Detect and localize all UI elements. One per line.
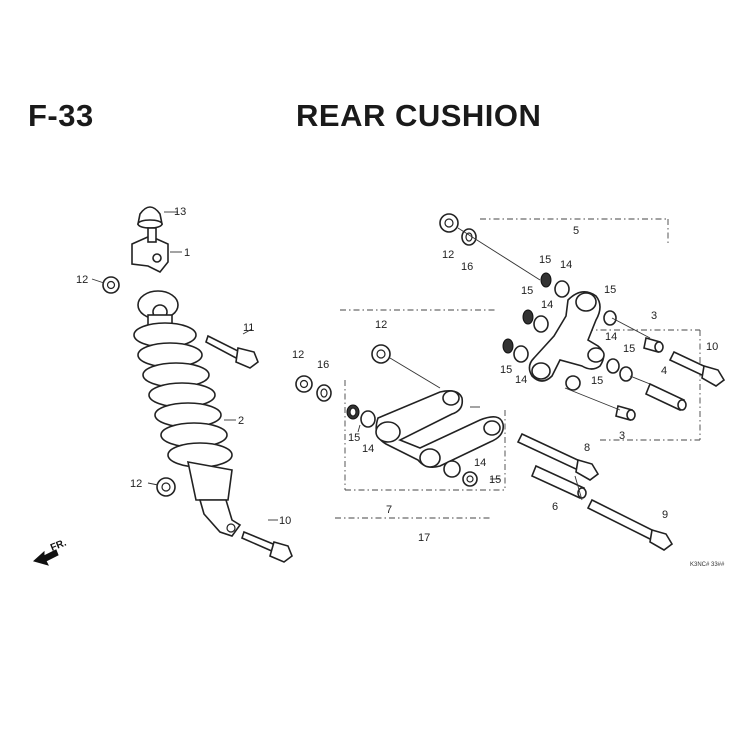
callout-15: 15 — [604, 284, 616, 296]
callout-14: 14 — [474, 457, 486, 469]
callout-15: 15 — [348, 432, 360, 444]
front-label: FR. — [49, 537, 68, 553]
collar-15-r3 — [619, 366, 633, 382]
callout-14: 14 — [605, 331, 617, 343]
callout-4: 4 — [661, 365, 667, 377]
cushion-connecting-rod — [439, 213, 726, 551]
collar-15-r4 — [565, 375, 581, 391]
callout-numbers: 13 1 12 11 2 12 10 12 16 5 15 14 15 14 1… — [76, 206, 718, 544]
callout-14: 14 — [560, 259, 572, 271]
seal-15-b — [522, 309, 534, 325]
callout-9: 9 — [662, 509, 668, 521]
callout-12: 12 — [292, 349, 304, 361]
bolt-8 — [516, 432, 584, 472]
collar-15-r2 — [606, 358, 620, 374]
callout-12: 12 — [375, 319, 387, 331]
callout-10: 10 — [706, 341, 718, 353]
connecting-rod — [528, 291, 605, 382]
callout-13: 13 — [174, 206, 186, 218]
front-direction-indicator: FR. — [32, 537, 68, 566]
callout-14: 14 — [515, 374, 527, 386]
section-code: F-33 — [28, 98, 94, 133]
callout-15: 15 — [623, 343, 635, 355]
callout-12: 12 — [442, 249, 454, 261]
seal-15-c — [502, 338, 514, 354]
callout-15: 15 — [591, 375, 603, 387]
callout-7: 7 — [386, 504, 392, 516]
callout-15: 15 — [521, 285, 533, 297]
callout-2: 2 — [238, 415, 244, 427]
bolt-9 — [586, 498, 658, 542]
collar-15-r1 — [603, 310, 617, 326]
callout-11: 11 — [243, 322, 254, 334]
bushing-14 — [360, 410, 376, 428]
callout-14: 14 — [362, 443, 374, 455]
callout-8: 8 — [584, 442, 590, 454]
callout-15: 15 — [500, 364, 512, 376]
callout-12: 12 — [76, 274, 88, 286]
front-arrow-icon — [32, 549, 59, 566]
bushing-14-lower — [443, 460, 461, 478]
callout-14: 14 — [541, 299, 553, 311]
leader-lines-left — [91, 211, 278, 521]
callout-12: 12 — [130, 478, 142, 490]
cushion-arm — [375, 390, 505, 468]
rear-shock-absorber — [102, 206, 293, 563]
cushion-arm-assembly — [295, 344, 505, 487]
callout-15: 15 — [489, 474, 501, 486]
callout-1: 1 — [184, 247, 190, 259]
callout-10: 10 — [279, 515, 291, 527]
bolt-11 — [205, 334, 242, 360]
callout-15: 15 — [539, 254, 551, 266]
callout-3: 3 — [619, 430, 625, 442]
seal-15-a — [540, 272, 552, 288]
callout-5: 5 — [573, 225, 579, 237]
callout-17: 17 — [418, 532, 430, 544]
callout-16: 16 — [461, 261, 473, 273]
leader-lines-right — [357, 227, 651, 501]
callout-6: 6 — [552, 501, 558, 513]
diagram-code: K3NC# 33## — [690, 562, 725, 568]
section-title: REAR CUSHION — [296, 98, 542, 133]
callout-3: 3 — [651, 310, 657, 322]
callout-16: 16 — [317, 359, 329, 371]
assembly-frames — [335, 218, 701, 519]
